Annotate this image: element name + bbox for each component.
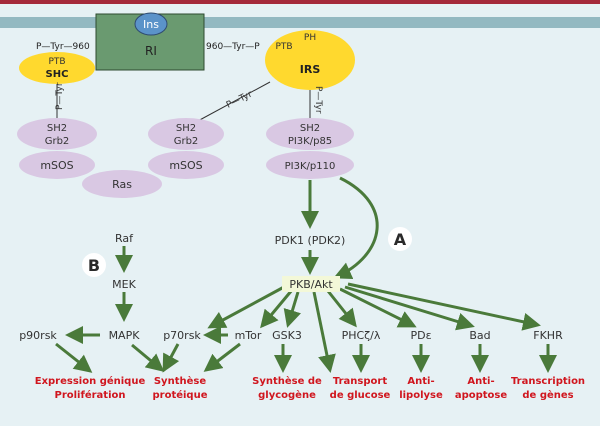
pde-label: PDε: [410, 329, 431, 342]
phc-label: PHCζ/λ: [342, 329, 381, 342]
mapk-label: MAPK: [109, 329, 141, 342]
grb2-mid-label: Grb2: [174, 136, 199, 147]
p90rsk-label: p90rsk: [19, 329, 57, 342]
mtor-label: mTor: [235, 329, 262, 342]
output-synthese-proteique-line1: Synthèse: [154, 375, 206, 387]
shc-ptb-label: PTB: [48, 57, 65, 67]
marker-a-label: A: [394, 230, 407, 249]
marker-b: [82, 253, 106, 277]
grb2-left-node: [17, 118, 97, 150]
pi3k-sh2: SH2: [300, 123, 320, 134]
irs-tyr-link-diagonal: P—Tyr: [225, 90, 254, 111]
irs-ptb-label: PTB: [275, 42, 292, 52]
output-transport-line2: de glucose: [330, 390, 391, 401]
irs-ph-label: PH: [304, 33, 316, 43]
shc-label: SHC: [46, 69, 69, 80]
pkb-box: [282, 276, 340, 292]
insulin-label: Ins: [143, 18, 159, 31]
output-antilipolyse-line1: Anti-: [407, 376, 434, 387]
irs-tyr-link-down: P—Tyr: [313, 86, 323, 114]
output-antilipolyse-line2: lipolyse: [399, 390, 443, 401]
receptor-label: RI: [145, 44, 157, 58]
output-synthese-glycogene-line2: glycogène: [258, 389, 316, 401]
receptor-left-site: P—Tyr—960: [36, 42, 90, 52]
pkb-label: PKB/Akt: [289, 278, 333, 291]
pdk-label: PDK1 (PDK2): [275, 234, 346, 247]
output-transcription-line2: de gènes: [522, 389, 573, 401]
output-expression-line1: Expression génique: [35, 375, 146, 387]
grb2-left-sh2: SH2: [47, 123, 67, 134]
msos-left-node: [19, 151, 95, 179]
msos-mid-node: [148, 151, 224, 179]
output-expression-line2: Prolifération: [55, 389, 126, 401]
shc-tyr-link: P—Tyr: [55, 82, 65, 110]
fkhr-label: FKHR: [533, 329, 563, 342]
msos-left-label: mSOS: [40, 159, 73, 172]
irs-protein: [265, 30, 355, 90]
insulin-ligand: [134, 12, 168, 36]
bad-label: Bad: [469, 329, 490, 342]
marker-b-label: B: [88, 256, 100, 275]
mek-label: MEK: [112, 278, 136, 291]
raf-label: Raf: [115, 232, 134, 245]
output-antiapoptose-line2: apoptose: [455, 390, 508, 401]
pi3k-p110-node: [266, 151, 354, 179]
gsk3-label: GSK3: [272, 329, 302, 342]
output-antiapoptose-line1: Anti-: [467, 376, 494, 387]
pi3k-p85-label: PI3K/p85: [288, 136, 332, 147]
output-transport-line1: Transport: [333, 376, 387, 387]
ras-label: Ras: [112, 178, 132, 191]
top-stripe: [0, 0, 600, 4]
receptor-right-site: 960—Tyr—P: [206, 42, 260, 52]
pi3k-p85-node: [266, 118, 354, 150]
grb2-mid-node: [148, 118, 224, 150]
msos-mid-label: mSOS: [169, 159, 202, 172]
output-synthese-proteique-line2: protéique: [152, 389, 207, 401]
shc-protein: [19, 52, 95, 84]
signal-arrows: [55, 176, 557, 373]
grb2-mid-sh2: SH2: [176, 123, 196, 134]
marker-a: [388, 227, 412, 251]
ras-node: [82, 170, 162, 198]
output-synthese-glycogene-line1: Synthèse de: [252, 375, 322, 387]
output-transcription-line1: Transcription: [511, 376, 585, 387]
p70rsk-label: p70rsk: [163, 329, 201, 342]
cell-membrane: [0, 17, 600, 28]
irs-label: IRS: [300, 63, 321, 76]
grb2-left-label: Grb2: [45, 136, 70, 147]
pi3k-p110-label: PI3K/p110: [285, 161, 336, 172]
